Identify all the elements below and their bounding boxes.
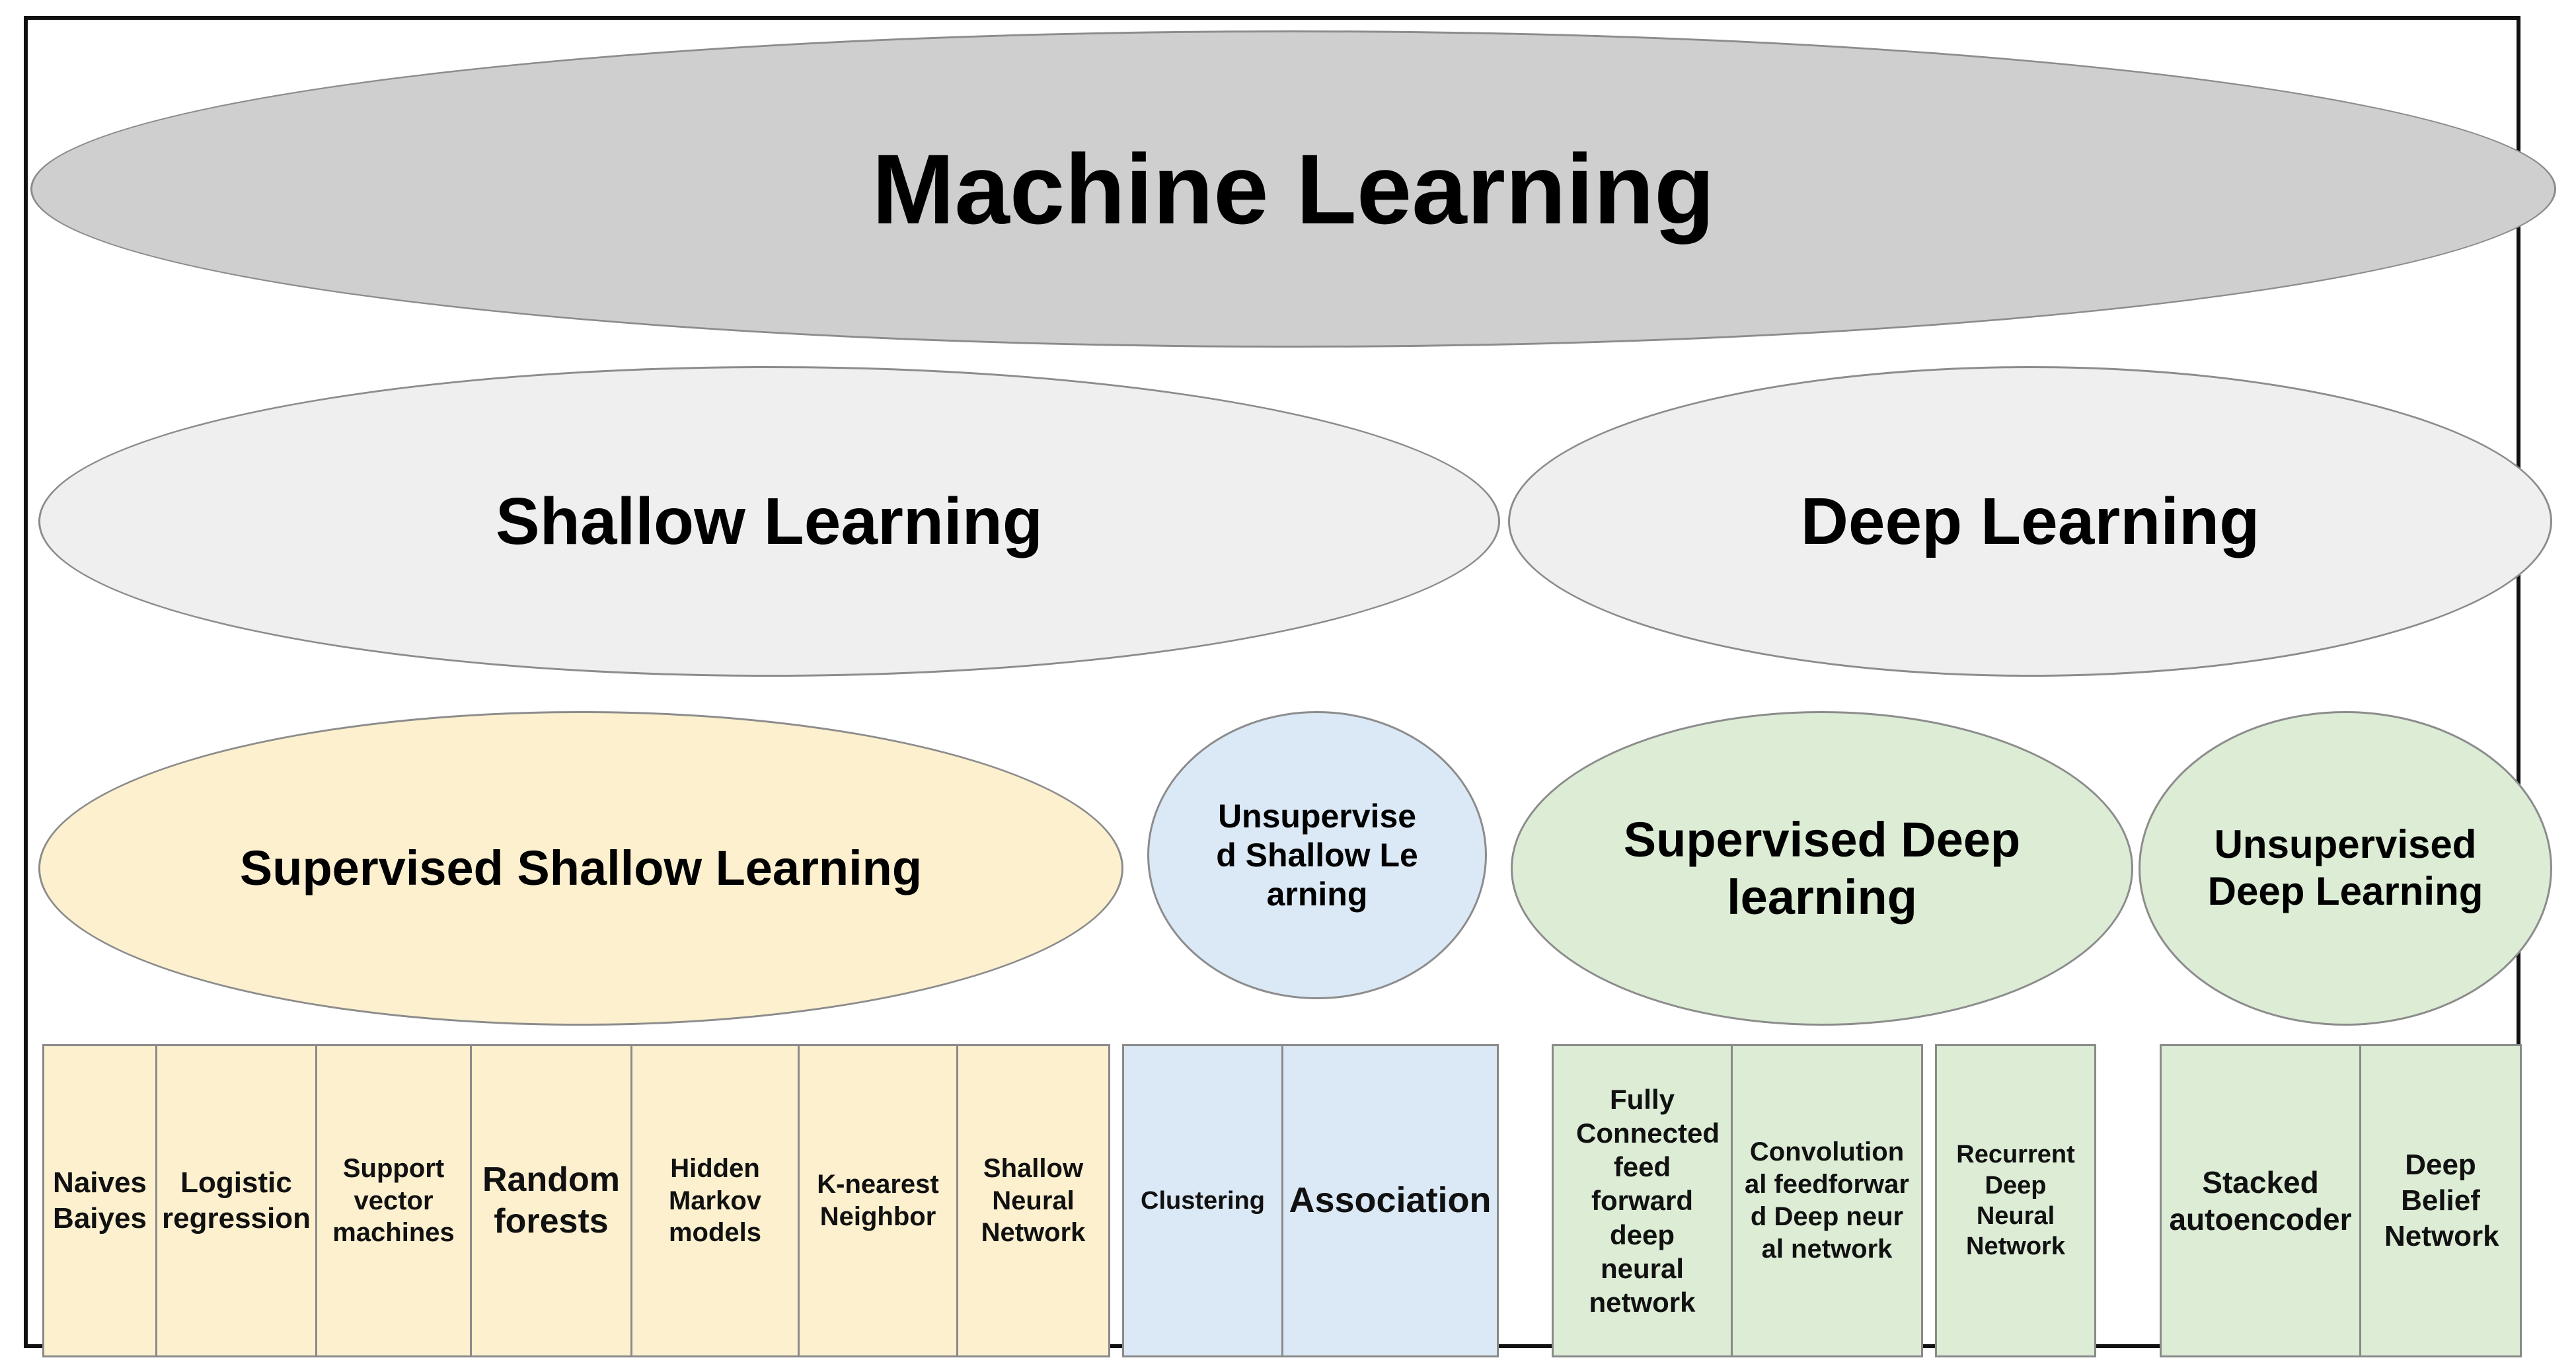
diagram-frame: Machine Learning Shallow Learning Deep L…	[24, 16, 2556, 1357]
shallow-learning-node: Shallow Learning	[38, 366, 1500, 677]
deep-learning-node: Deep Learning	[1508, 366, 2552, 677]
leaf-k-nearest-neighbor: K-nearest Neighbor	[798, 1044, 958, 1357]
machine-learning-node: Machine Learning	[30, 30, 2556, 348]
unsupervised-shallow-label: Unsupervised Shallow Learning	[1216, 797, 1418, 913]
supervised-deep-label: Supervised Deep learning	[1623, 812, 2021, 925]
supervised-deep-node: Supervised Deep learning	[1511, 711, 2133, 1026]
leaf-fully-connected-ffdnn: Fully Connected feed forward deep neural…	[1552, 1044, 1733, 1357]
supervised-shallow-node: Supervised Shallow Learning	[38, 711, 1123, 1026]
leaf-hidden-markov-models: Hidden Markov models	[630, 1044, 800, 1357]
unsupervised-shallow-node: Unsupervised Shallow Learning	[1147, 711, 1487, 999]
leaf-association: Association	[1281, 1044, 1499, 1357]
leaf-naive-bayes: Naives Baiyes	[42, 1044, 157, 1357]
leaf-shallow-neural-network: Shallow Neural Network	[956, 1044, 1110, 1357]
leaf-logistic-regression: Logistic regression	[155, 1044, 317, 1357]
machine-learning-label: Machine Learning	[872, 133, 1715, 245]
leaf-support-vector-machines: Support vector machines	[315, 1044, 472, 1357]
leaf-deep-belief-network: Deep Belief Network	[2359, 1044, 2522, 1357]
leaf-stacked-autoencoder: Stacked autoencoder	[2160, 1044, 2361, 1357]
leaf-random-forests: Random forests	[470, 1044, 632, 1357]
leaf-recurrent-dnn: Recurrent Deep Neural Network	[1935, 1044, 2096, 1357]
leaf-clustering: Clustering	[1122, 1044, 1283, 1357]
unsupervised-deep-node: Unsupervised Deep Learning	[2139, 711, 2552, 1026]
unsupervised-deep-label: Unsupervised Deep Learning	[2207, 822, 2483, 913]
shallow-learning-label: Shallow Learning	[496, 484, 1043, 558]
deep-learning-label: Deep Learning	[1800, 484, 2260, 558]
leaf-convolutional-ffdnn: Convolutional feedforward Deep neural ne…	[1731, 1044, 1923, 1357]
supervised-shallow-label: Supervised Shallow Learning	[239, 841, 923, 896]
